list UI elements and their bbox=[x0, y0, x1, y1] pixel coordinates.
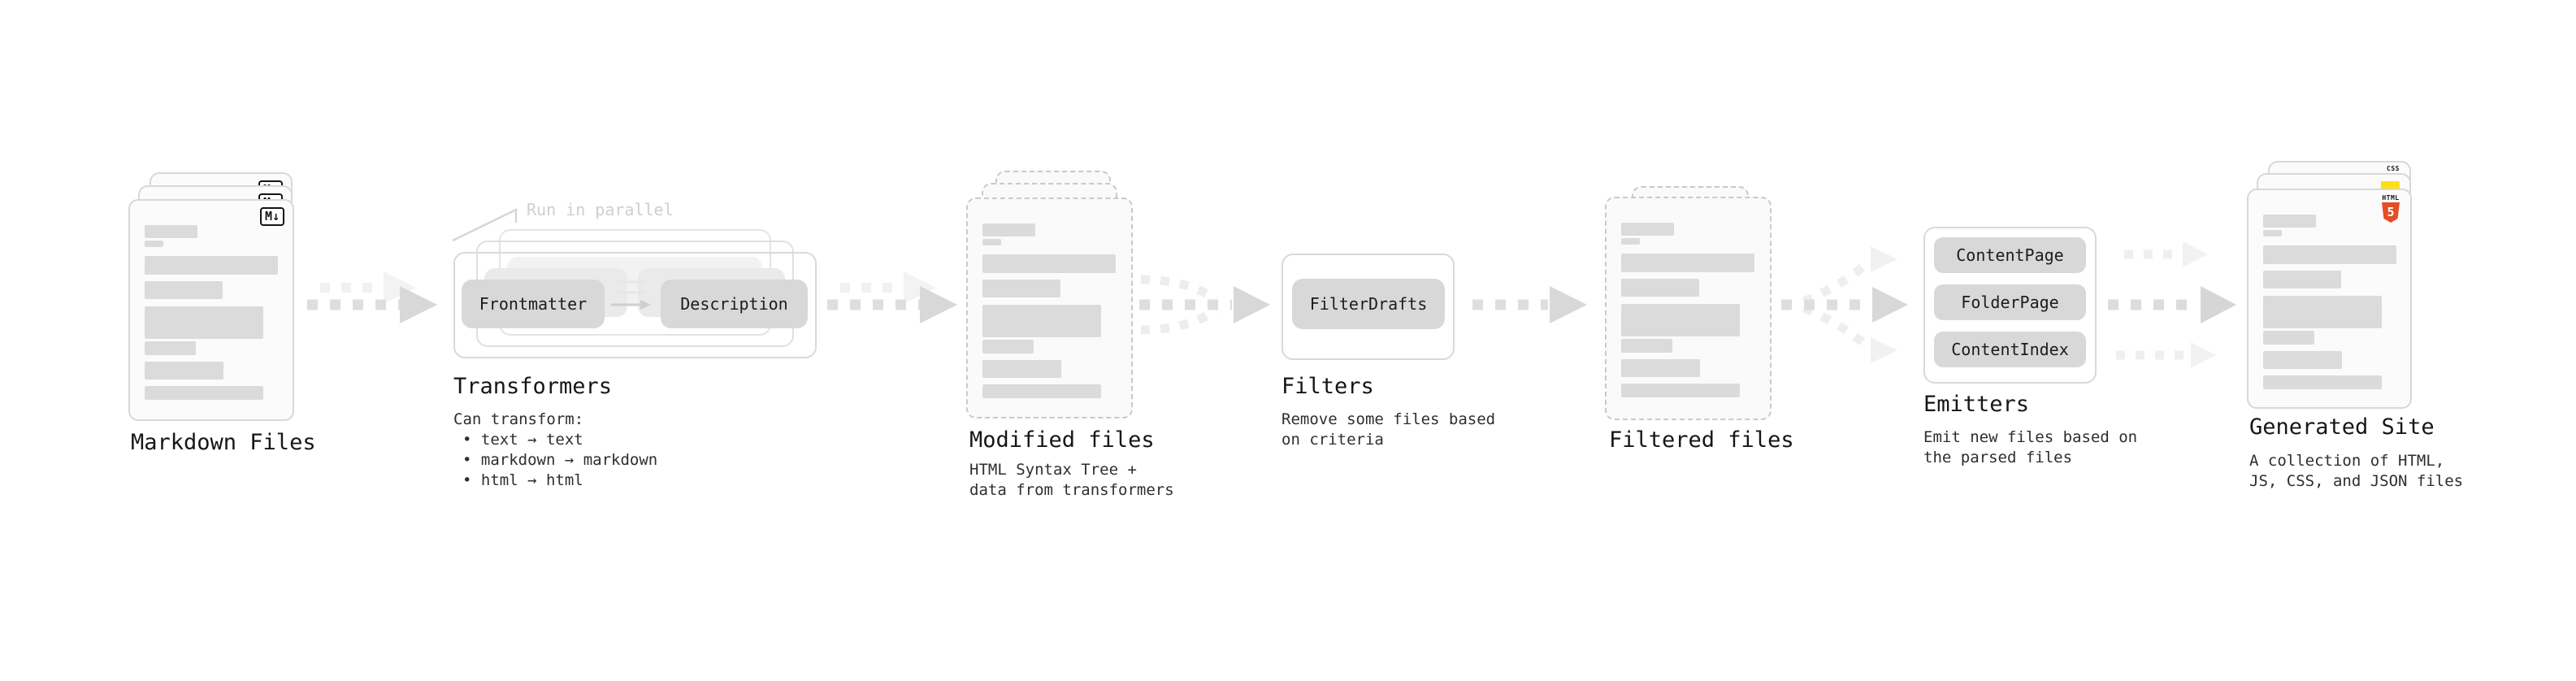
generated-site-desc-line: JS, CSS, and JSON files bbox=[2249, 472, 2464, 490]
doc-text-line bbox=[2263, 351, 2342, 369]
generated-file-card-html: HTML 5 bbox=[2247, 189, 2412, 409]
stage-label-transformers: Transformers bbox=[453, 374, 613, 399]
arrow-transformers-to-modified bbox=[827, 271, 957, 323]
arrow-markdown-to-transformers bbox=[307, 271, 437, 323]
doc-text-line bbox=[145, 256, 278, 275]
modified-files-desc-line: data from transformers bbox=[969, 481, 1174, 499]
transformer-pill-description: Description bbox=[661, 280, 808, 328]
stage-label-filtered-files: Filtered files bbox=[1609, 427, 1794, 453]
transformers-description: Can transform: • text → text • markdown … bbox=[453, 410, 657, 491]
doc-text-line bbox=[1621, 223, 1674, 236]
doc-text-line bbox=[982, 239, 1001, 245]
doc-text-line bbox=[145, 386, 263, 400]
generated-site-desc-line: A collection of HTML, bbox=[2249, 452, 2445, 470]
generated-site-description: A collection of HTML, JS, CSS, and JSON … bbox=[2249, 451, 2463, 492]
doc-text-line bbox=[982, 360, 1061, 378]
modified-files-description: HTML Syntax Tree + data from transformer… bbox=[969, 460, 1174, 501]
filters-description: Remove some files based on criteria bbox=[1281, 410, 1495, 450]
doc-text-line bbox=[2263, 375, 2382, 389]
doc-text-line bbox=[982, 305, 1101, 337]
doc-text-line bbox=[145, 362, 223, 380]
css-icon-label: CSS bbox=[2387, 165, 2400, 172]
doc-text-line bbox=[1621, 359, 1700, 377]
emitters-desc-line: the parsed files bbox=[1923, 449, 2073, 466]
filters-desc-line: Remove some files based bbox=[1281, 410, 1496, 428]
doc-text-line bbox=[2263, 296, 2382, 328]
stage-label-markdown-files: Markdown Files bbox=[131, 430, 316, 455]
emitters-description: Emit new files based on the parsed files bbox=[1923, 427, 2137, 468]
filters-frame bbox=[1281, 254, 1455, 360]
transformers-desc-title: Can transform: bbox=[453, 410, 584, 428]
emitters-desc-line: Emit new files based on bbox=[1923, 428, 2138, 446]
emitter-pill-contentindex: ContentIndex bbox=[1934, 332, 2086, 367]
doc-text-line bbox=[2263, 215, 2316, 228]
stage-label-generated-site: Generated Site bbox=[2249, 414, 2435, 440]
doc-text-line bbox=[1621, 384, 1740, 397]
doc-text-line bbox=[982, 340, 1034, 354]
filters-desc-line: on criteria bbox=[1281, 431, 1384, 449]
doc-text-line bbox=[2263, 331, 2314, 345]
arrow-filters-to-filtered bbox=[1472, 286, 1587, 323]
doc-text-line bbox=[145, 225, 197, 238]
html5-icon-shield: 5 bbox=[2382, 202, 2400, 223]
callout-run-in-parallel: Run in parallel bbox=[527, 200, 674, 219]
doc-text-line bbox=[145, 306, 263, 339]
modified-files-desc-line: HTML Syntax Tree + bbox=[969, 461, 1137, 479]
doc-text-line bbox=[982, 280, 1060, 297]
stage-label-emitters: Emitters bbox=[1923, 392, 2030, 417]
markdown-icon: M↓ bbox=[259, 207, 284, 226]
doc-text-line bbox=[145, 241, 163, 247]
transformer-pill-frontmatter: Frontmatter bbox=[462, 280, 605, 328]
doc-text-line bbox=[1621, 238, 1640, 245]
doc-text-line bbox=[1621, 339, 1672, 353]
doc-text-line bbox=[1621, 279, 1699, 297]
arrow-emitters-to-generated bbox=[2108, 241, 2236, 368]
doc-text-line bbox=[982, 254, 1116, 273]
html5-icon-label: HTML bbox=[2382, 194, 2400, 202]
emitters-frame bbox=[1923, 227, 2097, 384]
doc-text-line bbox=[982, 223, 1035, 236]
doc-text-line bbox=[2263, 230, 2282, 236]
transformers-bullet: • html → html bbox=[462, 471, 583, 489]
arrow-modified-to-filters bbox=[1139, 275, 1270, 335]
doc-text-line bbox=[1621, 304, 1740, 336]
html5-icon: HTML 5 bbox=[2381, 194, 2400, 223]
filter-pill-filterdrafts: FilterDrafts bbox=[1292, 279, 1445, 329]
doc-text-line bbox=[982, 384, 1101, 398]
transformer-frame-front bbox=[453, 252, 817, 358]
doc-text-line bbox=[2263, 245, 2396, 264]
emitter-pill-contentpage: ContentPage bbox=[1934, 237, 2086, 273]
modified-file-card-front bbox=[966, 197, 1133, 419]
doc-text-line bbox=[1621, 254, 1754, 272]
filtered-file-card-front bbox=[1605, 197, 1772, 420]
markdown-file-card-front: M↓ bbox=[128, 199, 294, 421]
doc-text-line bbox=[145, 281, 223, 299]
doc-text-line bbox=[2263, 271, 2341, 288]
callout-line bbox=[452, 208, 518, 242]
arrow-filtered-to-emitters bbox=[1781, 246, 1908, 363]
stage-label-modified-files: Modified files bbox=[969, 427, 1155, 453]
transformers-bullet: • markdown → markdown bbox=[462, 451, 658, 469]
transformers-bullet: • text → text bbox=[462, 431, 583, 449]
emitter-pill-folderpage: FolderPage bbox=[1934, 284, 2086, 320]
doc-text-line bbox=[145, 341, 196, 355]
parallel-arrows-icon bbox=[611, 278, 651, 310]
stage-label-filters: Filters bbox=[1281, 374, 1374, 399]
